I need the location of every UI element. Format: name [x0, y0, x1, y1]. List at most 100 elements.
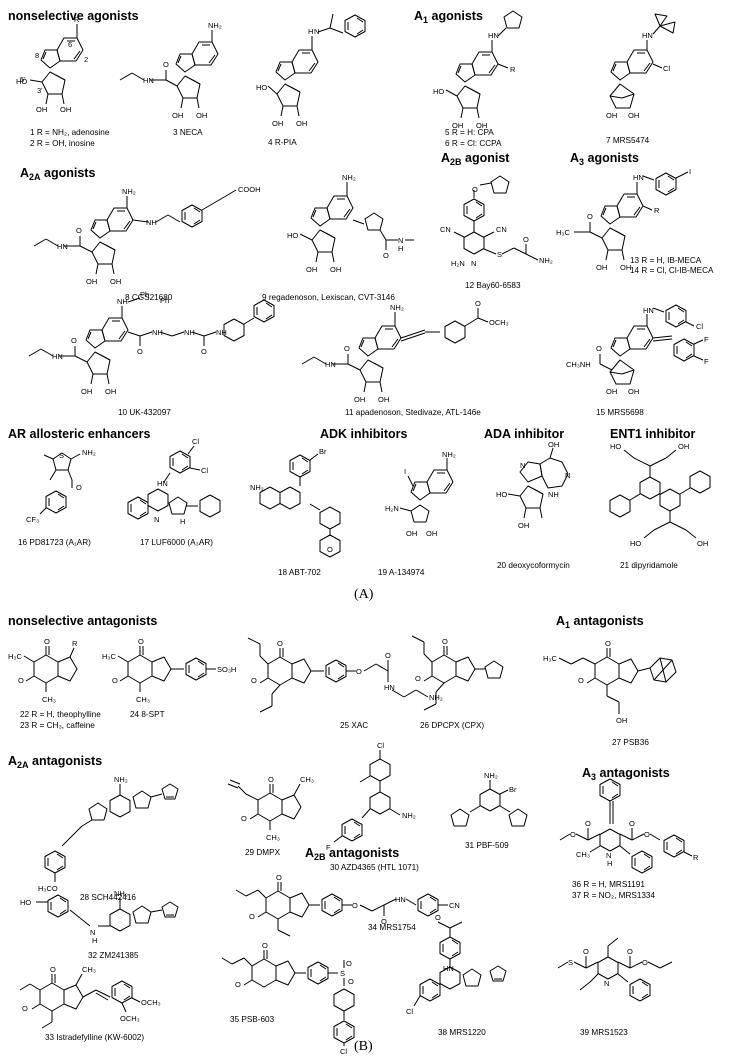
n-label-2: N — [565, 471, 570, 480]
caption-c33: 33 Istradefylline (KW-6002) — [45, 1033, 144, 1042]
ho-label-2: HO — [630, 539, 641, 548]
cl-label: Cl — [340, 1047, 347, 1056]
o-label: O — [472, 185, 478, 194]
o-label-3: O — [629, 819, 635, 828]
structure-39: O S O O N — [557, 937, 673, 1002]
structure-9: NH₂ O N H HO OH OH — [287, 173, 414, 274]
h3c-label: H₃C — [543, 654, 557, 663]
structure-38: O HN Cl — [406, 913, 507, 1016]
oh-label-2: OH — [697, 539, 708, 548]
r-label: R — [74, 15, 80, 24]
caption-c38: 38 MRS1220 — [438, 1028, 486, 1037]
ho-label: HO — [610, 442, 621, 451]
o-label-4: O — [277, 639, 283, 648]
position-8-label: 8 — [35, 51, 39, 60]
oh-label: OH — [354, 395, 365, 404]
header-nonselective-antagonists: nonselective antagonists — [8, 614, 157, 628]
n-label: N — [398, 236, 403, 245]
caption-c6: 6 R = Cl: CCPA — [445, 139, 502, 148]
f-label-2: F — [704, 357, 709, 366]
nh2-label: NH₂ — [402, 811, 416, 820]
hn-label: HN — [384, 683, 395, 692]
oh-label-2: OH — [426, 529, 437, 538]
position-5prime-label: 5' — [20, 75, 26, 84]
oh-label: OH — [272, 119, 283, 128]
ho-label: HO — [496, 490, 507, 499]
caption-c3: 3 NECA — [173, 128, 203, 137]
oh-label: OH — [81, 387, 92, 396]
ch3-label: CH₃ — [136, 695, 150, 704]
o-label-2: O — [570, 830, 576, 839]
hn-label: HN — [633, 173, 644, 182]
ch3-label: CH₃ — [576, 850, 590, 859]
o-label-4: O — [276, 873, 282, 882]
n-label: N — [314, 27, 319, 36]
h-label: H — [308, 27, 313, 36]
structure-36-37: O O O O R CH₃ N H — [559, 778, 699, 874]
oh-label-2: OH — [518, 521, 529, 530]
i-label: I — [404, 467, 406, 476]
nh-label: NH — [117, 297, 128, 306]
och3-label: OCH₃ — [489, 318, 509, 327]
structure-15: Cl F F HN O CH₃NH OH OH — [566, 304, 709, 396]
hn-label: HN — [488, 31, 499, 40]
ph-label: Ph — [140, 290, 149, 299]
structure-27: H₃C OH O O — [543, 639, 677, 725]
structure-17: Cl Cl HN N H — [127, 437, 221, 526]
nh-label: NH — [146, 218, 157, 227]
o-label: O — [18, 676, 24, 685]
oh-label-2: OH — [296, 119, 307, 128]
o-label: O — [76, 226, 82, 235]
o-label-4: O — [644, 830, 650, 839]
h2n-label: H₂N — [451, 259, 465, 268]
hn-label: HN — [443, 964, 454, 973]
structure-32: NH₂ N H HO — [20, 889, 179, 945]
br-label: Br — [509, 785, 517, 794]
caption-c22: 22 R = H, theophylline — [20, 710, 101, 719]
structure-31: NH₂ Br — [450, 771, 528, 827]
h2n-label: H₂N — [385, 504, 399, 513]
ch3-label: CH₃ — [300, 775, 314, 784]
caption-c21: 21 dipyridamole — [620, 561, 678, 570]
header-a2b-agonist: A2B agonist — [441, 151, 510, 167]
h-label: H — [607, 859, 612, 868]
oh-label-2: OH — [330, 265, 341, 274]
header-a2a-antagonists: A2A antagonists — [8, 754, 102, 770]
caption-c15: 15 MRS5698 — [596, 408, 644, 417]
header-a3-agonists: A3 agonists — [570, 151, 639, 167]
n-label: N — [606, 851, 611, 860]
o-label: O — [137, 347, 143, 356]
nh-label-3: NH — [184, 328, 195, 337]
structure-24: SO₃H H₃C CH₃ O O — [102, 637, 236, 704]
och3-label-2: OCH₃ — [120, 1014, 140, 1023]
caption-c29: 29 DMPX — [245, 848, 281, 857]
o-label-2: O — [523, 235, 529, 244]
i-label: I — [689, 167, 691, 176]
o-label-3: O — [71, 336, 77, 345]
header-a2b-antagonists: A2B antagonists — [305, 846, 399, 862]
hn-label: HN — [143, 76, 154, 85]
ch3-label: CH₃ — [82, 965, 96, 974]
o-label: O — [585, 819, 591, 828]
caption-c11: 11 apadenoson, Stedivaze, ATL-146e — [345, 408, 481, 417]
header-ada-inhibitor: ADA inhibitor — [484, 427, 564, 441]
oh-label: OH — [452, 121, 463, 130]
nh2-label: NH₂ — [114, 775, 128, 784]
nh2-label: NH₂ — [250, 483, 264, 492]
ph-label-2: Ph — [160, 296, 169, 305]
o-label: O — [383, 251, 389, 260]
structure-28: NH₂ H₃CO — [38, 775, 179, 893]
panel-a-label: (A) — [354, 587, 374, 602]
structure-1-2: R 6 8 2 5' 3' HO OH OH — [16, 15, 88, 114]
header-ar-allosteric-enhancers: AR allosteric enhancers — [8, 427, 150, 441]
nh-label-4: NH — [216, 328, 227, 337]
hn-label: HN — [642, 31, 653, 40]
caption-c17: 17 LUF6000 (A₃AR) — [140, 538, 213, 547]
hn-label: HN — [643, 306, 654, 315]
o-label: O — [22, 1004, 28, 1013]
h-label: H — [398, 244, 403, 253]
caption-c23: 23 R = CH₃, caffeine — [20, 721, 95, 730]
structure-25: O O HN NH₂ O O — [247, 637, 443, 713]
caption-c32: 32 ZM241385 — [88, 951, 139, 960]
o-label-2: O — [268, 775, 274, 784]
